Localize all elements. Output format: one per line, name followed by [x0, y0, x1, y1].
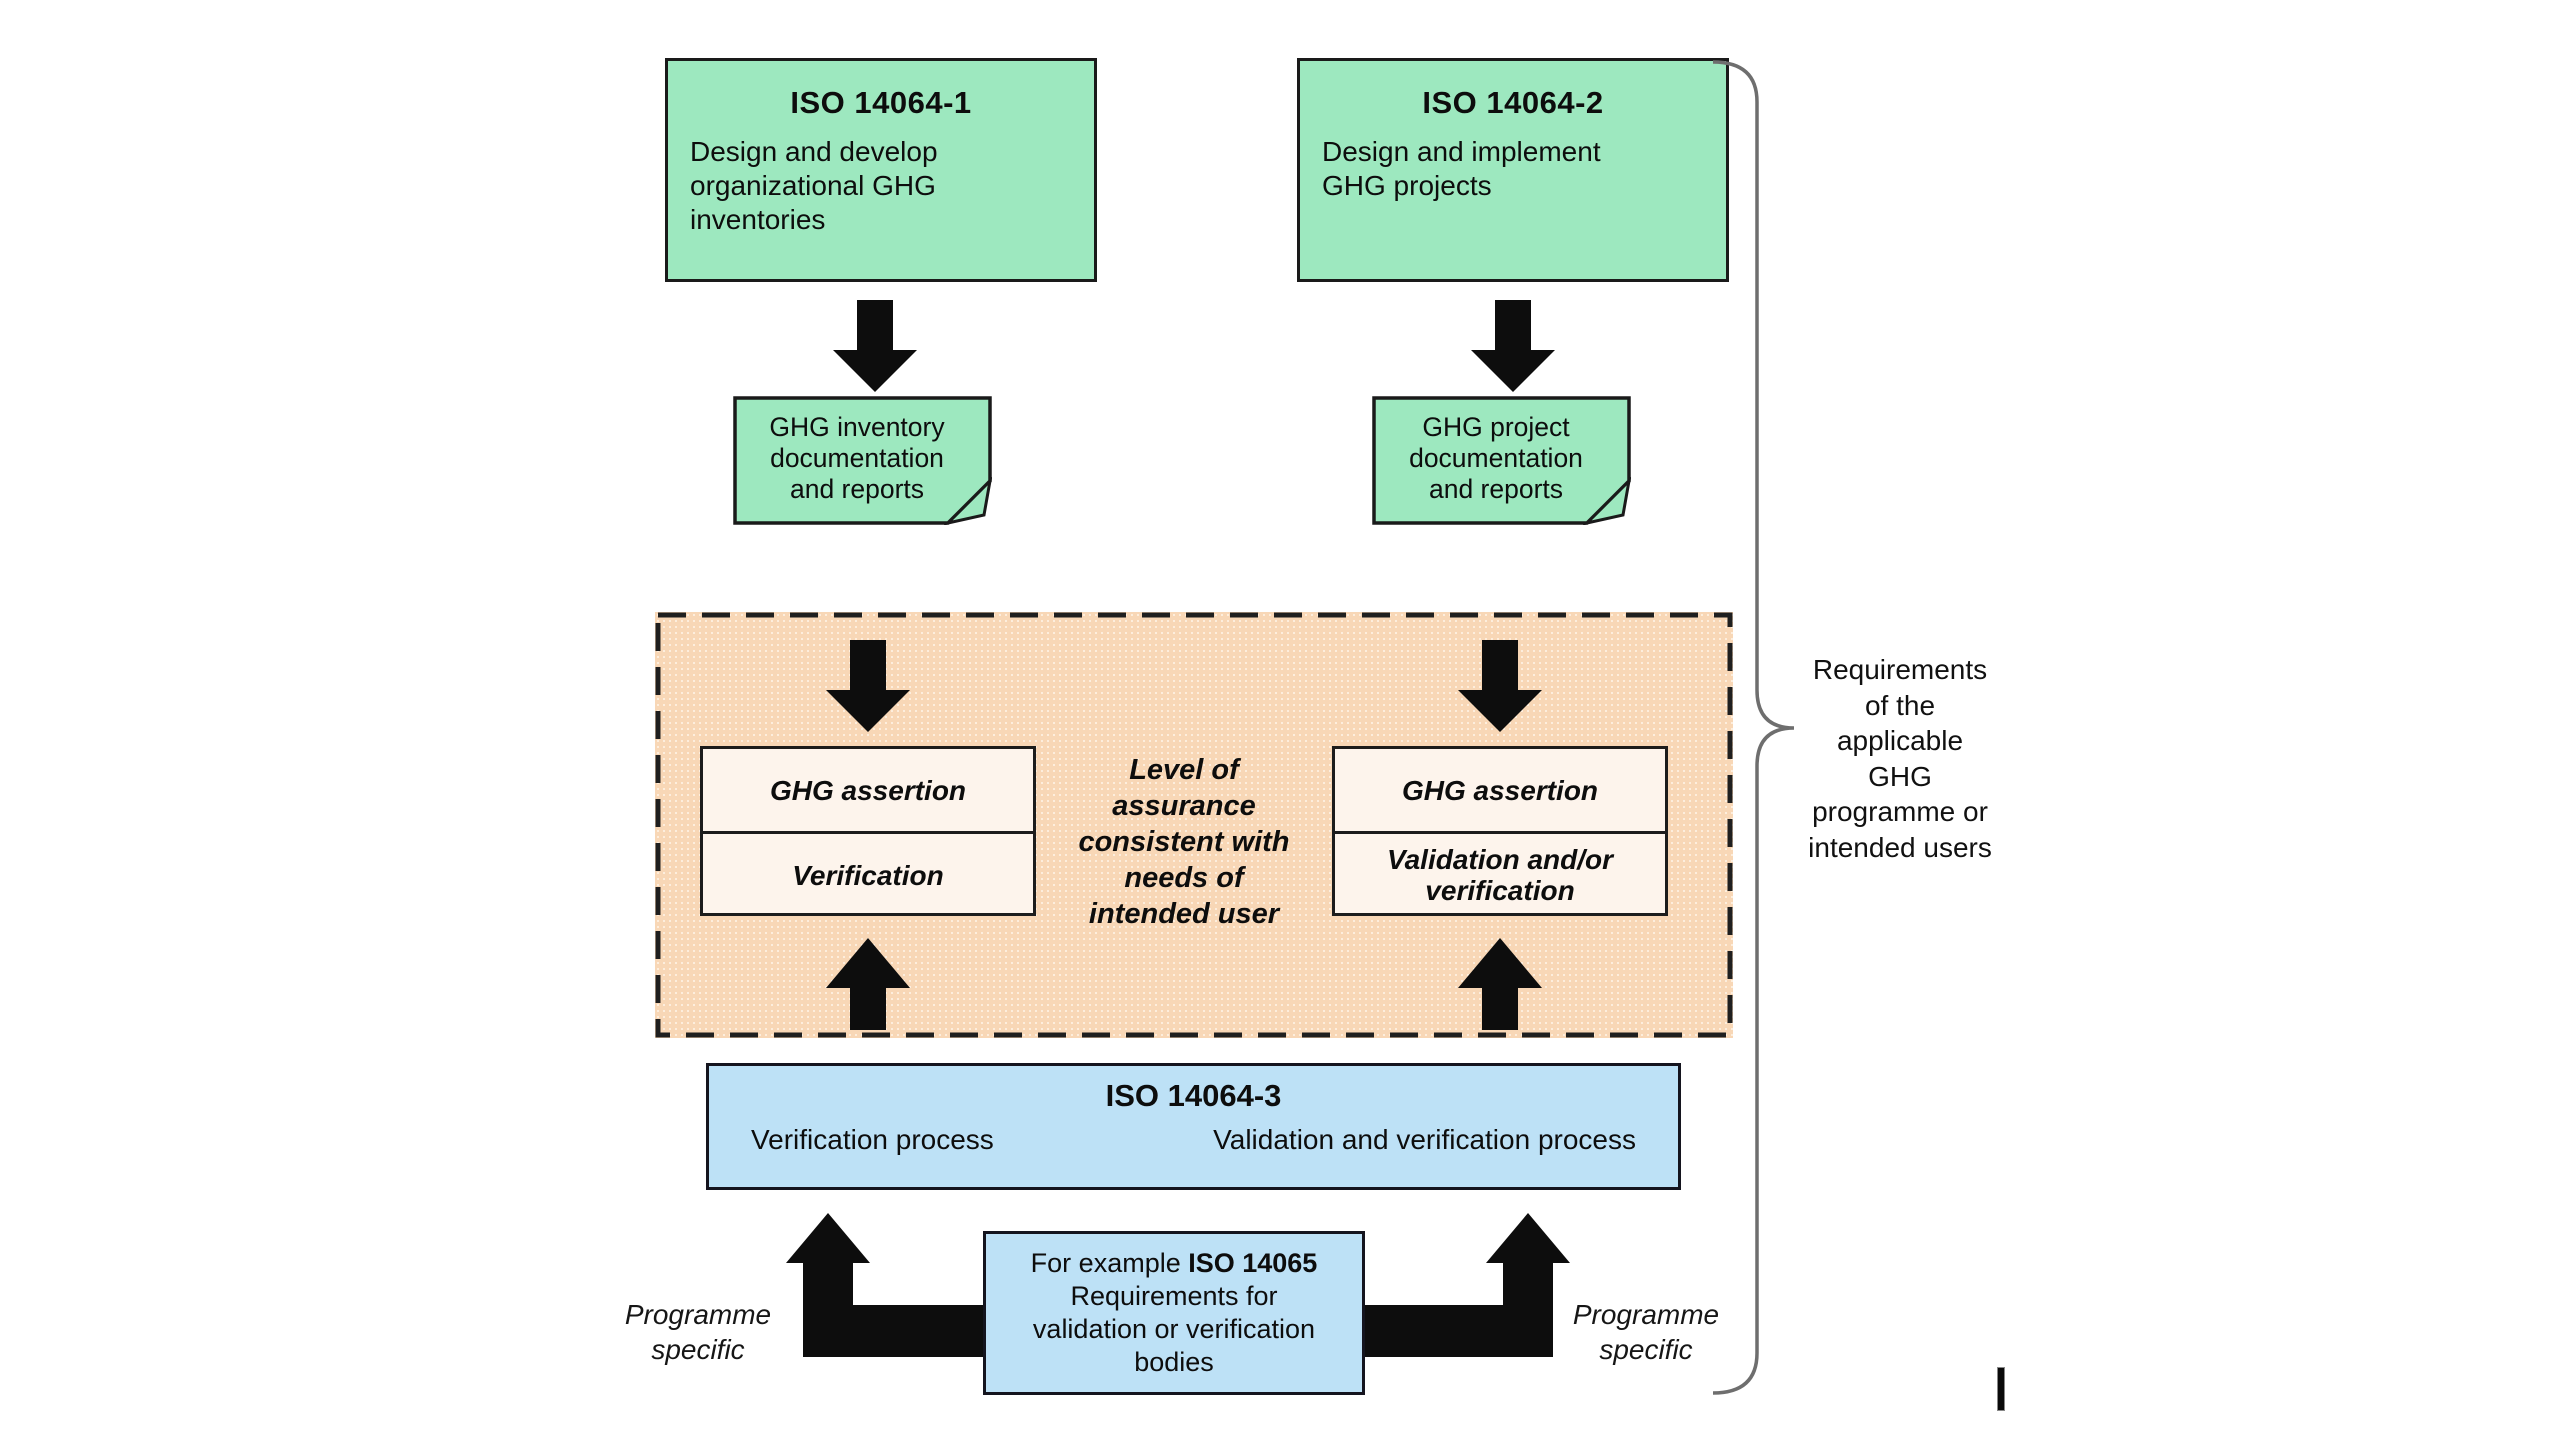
iso-14064-1-box: ISO 14064-1 Design and develop organizat… [665, 58, 1097, 282]
ghg-project-doc-label: GHG project documentation and reports [1409, 412, 1583, 504]
curly-brace-icon [1712, 60, 1795, 1395]
iso-14064-3-box: ISO 14064-3 Verification process Validat… [706, 1063, 1681, 1190]
document-shape-icon [1372, 396, 1631, 525]
down-arrow-icon [1458, 640, 1542, 732]
ghg-inventory-doc-label: GHG inventory documentation and reports [769, 412, 945, 504]
programme-specific-label-right: Programme specific [1572, 1299, 1720, 1365]
ghg-assertion-cell: GHG assertion [703, 749, 1033, 834]
iso-14064-2-description: Design and implement GHG projects [1322, 136, 1601, 201]
up-arrow-icon [1458, 938, 1542, 1030]
assurance-zone-dashed-border [655, 612, 1733, 1038]
iso-14064-1-description: Design and develop organizational GHG in… [690, 136, 938, 235]
elbow-up-arrow-left-icon [786, 1213, 990, 1357]
elbow-up-arrow-right-icon [1361, 1213, 1570, 1357]
iso-14064-1-title: ISO 14064-1 [790, 85, 972, 120]
validation-verification-cell: Validation and/or verification [1386, 844, 1614, 906]
iso-14065-description: Requirements for validation or verificat… [1032, 1281, 1316, 1377]
left-assertion-stack: GHG assertion Verification [700, 746, 1036, 916]
iso-14065-title: ISO 14065 [1188, 1248, 1318, 1278]
up-arrow-icon [826, 938, 910, 1030]
verification-process-label: Verification process [751, 1124, 994, 1155]
requirements-note: Requirements of the applicable GHG progr… [1808, 654, 1992, 863]
iso-14064-2-title: ISO 14064-2 [1422, 85, 1604, 120]
iso-14065-box: For example ISO 14065 Requirements for v… [983, 1231, 1365, 1395]
text-cursor-mark [1997, 1367, 2005, 1411]
right-assertion-stack: GHG assertion Validation and/or verifica… [1332, 746, 1668, 916]
down-arrow-icon [833, 300, 917, 392]
down-arrow-icon [1471, 300, 1555, 392]
iso-14065-line1: For example ISO 14065 [1031, 1247, 1318, 1280]
validation-verification-process-label: Validation and verification process [1213, 1124, 1636, 1155]
for-example-text: For example [1030, 1248, 1189, 1278]
programme-specific-label-left: Programme specific [624, 1299, 772, 1365]
ghg-assertion-cell: GHG assertion [1335, 749, 1665, 834]
iso-14064-3-title: ISO 14064-3 [1105, 1078, 1282, 1113]
level-of-assurance-note: Level of assurance consistent with needs… [1078, 754, 1290, 930]
down-arrow-icon [826, 640, 910, 732]
iso-14064-2-box: ISO 14064-2 Design and implement GHG pro… [1297, 58, 1729, 282]
document-shape-icon [733, 396, 992, 525]
verification-cell: Verification [792, 859, 944, 891]
